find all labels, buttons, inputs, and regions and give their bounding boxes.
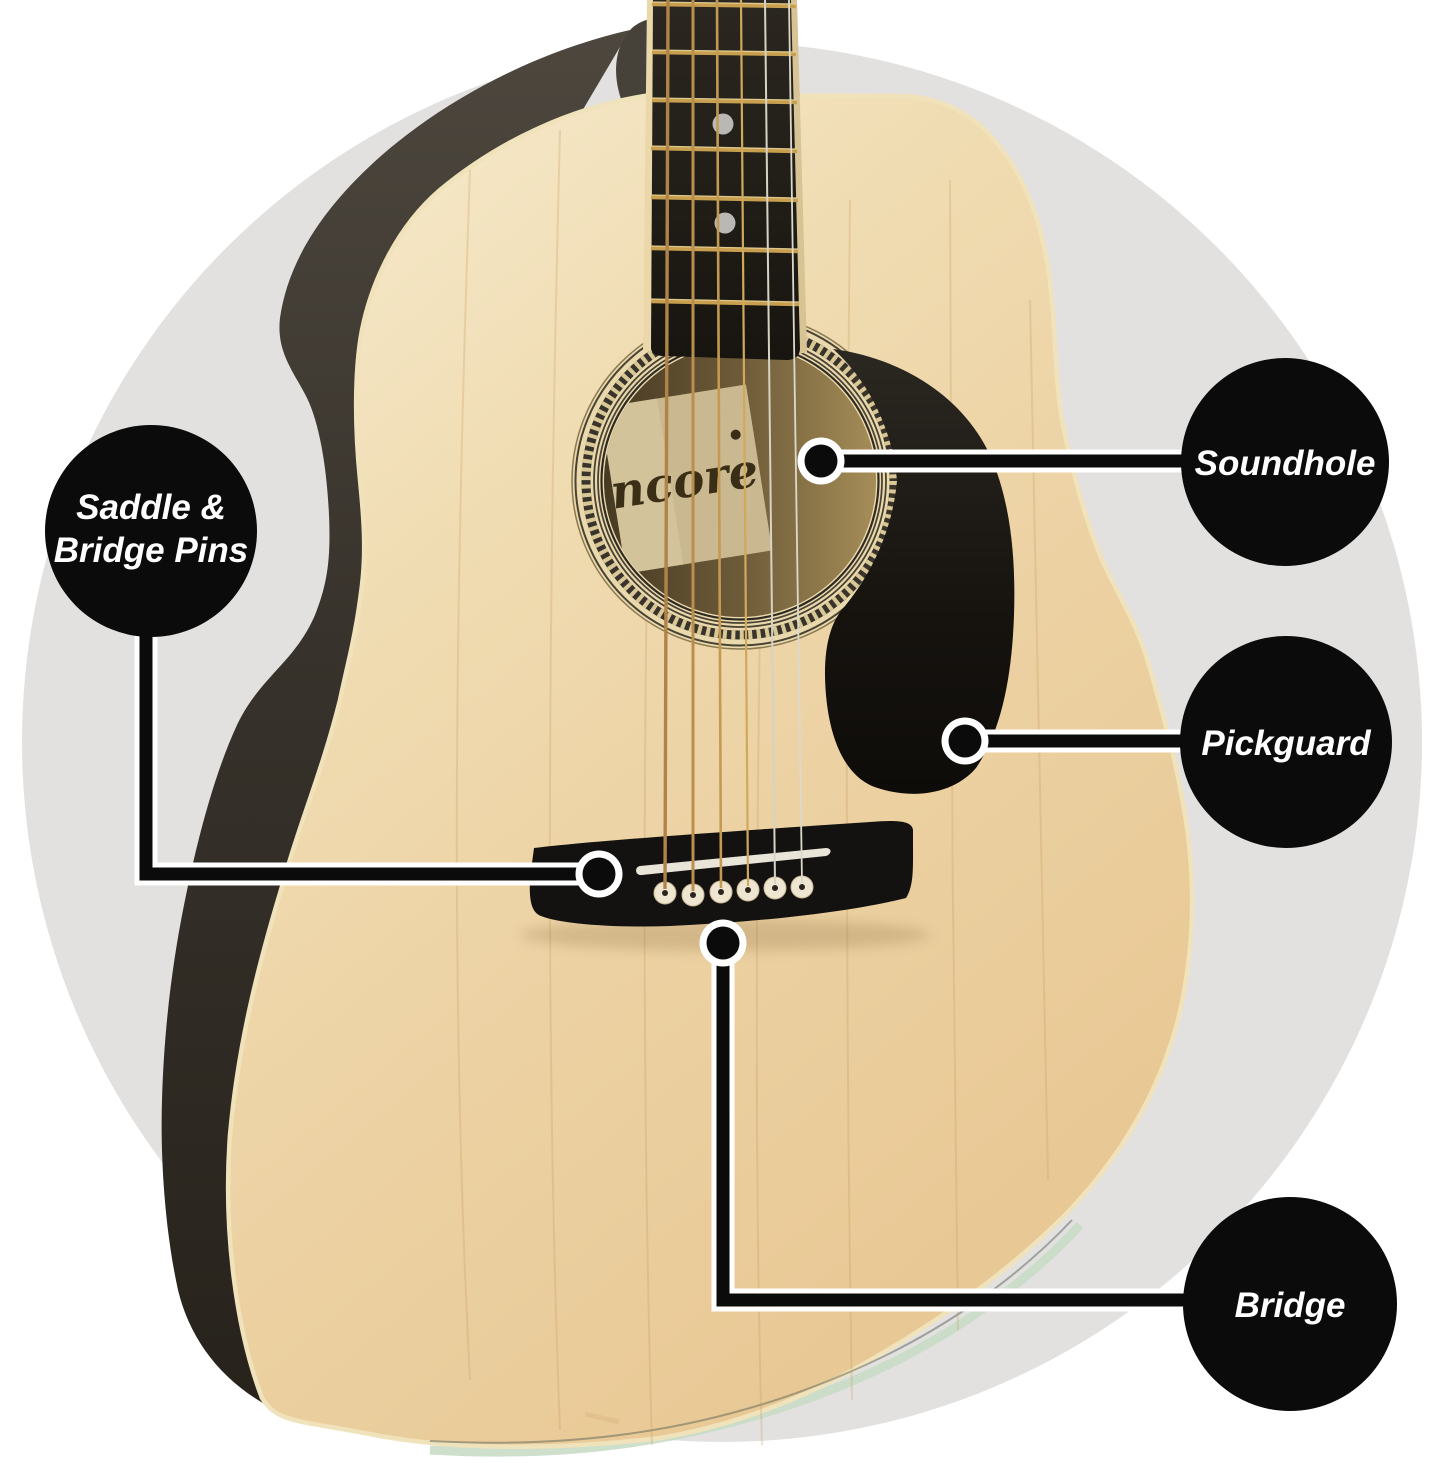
bridge-assembly [520,820,930,951]
callout-soundhole: Soundhole [1181,358,1389,566]
callout-saddle-bridge-pins: Saddle & Bridge Pins [45,425,257,637]
bridge-pins [653,875,814,907]
endpoint-dot-soundhole [797,437,845,485]
callout-circle [1181,358,1389,566]
callout-circle [45,425,257,637]
fret-marker-dot [712,113,734,135]
callout-labels: Saddle & Bridge Pins Soundhole Pickguard… [45,358,1397,1411]
callout-bridge: Bridge [1183,1197,1397,1411]
guitar-strings [663,0,803,891]
callout-pickguard: Pickguard [1180,636,1392,848]
callout-label-line1: Saddle & [76,488,226,527]
callout-label-line2: Bridge Pins [54,531,248,570]
connector-bridge [711,943,1230,1312]
saddle-strip [636,848,831,876]
string-low-e [663,0,670,890]
bridge-pin [763,876,787,900]
callout-endpoint-dots [575,437,989,967]
guitar-neck [643,0,807,360]
string-high-e [788,0,803,884]
fretboard-binding-right [790,0,807,354]
callout-connectors [134,449,1230,1312]
fret-wires [650,1,800,307]
string-b [764,0,776,885]
string-g [739,0,750,887]
bridge-pin [709,880,733,904]
fret-highlights [650,1,800,303]
callout-label: Pickguard [1201,724,1371,763]
callout-circle [1183,1197,1397,1411]
callout-circle [1180,636,1392,848]
guitar-photo: ncore [161,0,1195,1457]
fretboard [651,0,800,360]
soundhole-label: ncore [604,384,773,574]
fret-marker-dot [714,212,736,234]
endpoint-dot-bridge [699,919,747,967]
callout-label: Soundhole [1195,444,1376,483]
body-edge-shadow [429,1219,1073,1444]
endpoint-dot-saddle [575,850,623,898]
connector-saddle-bridge-pins [134,600,599,886]
string-d [715,0,723,889]
fretboard-binding-left [643,0,654,352]
brand-dot [730,429,741,440]
endpoint-dot-pickguard [941,717,989,765]
callout-label: Bridge [1235,1286,1346,1325]
body-bottom-rim-light [429,1221,1084,1457]
